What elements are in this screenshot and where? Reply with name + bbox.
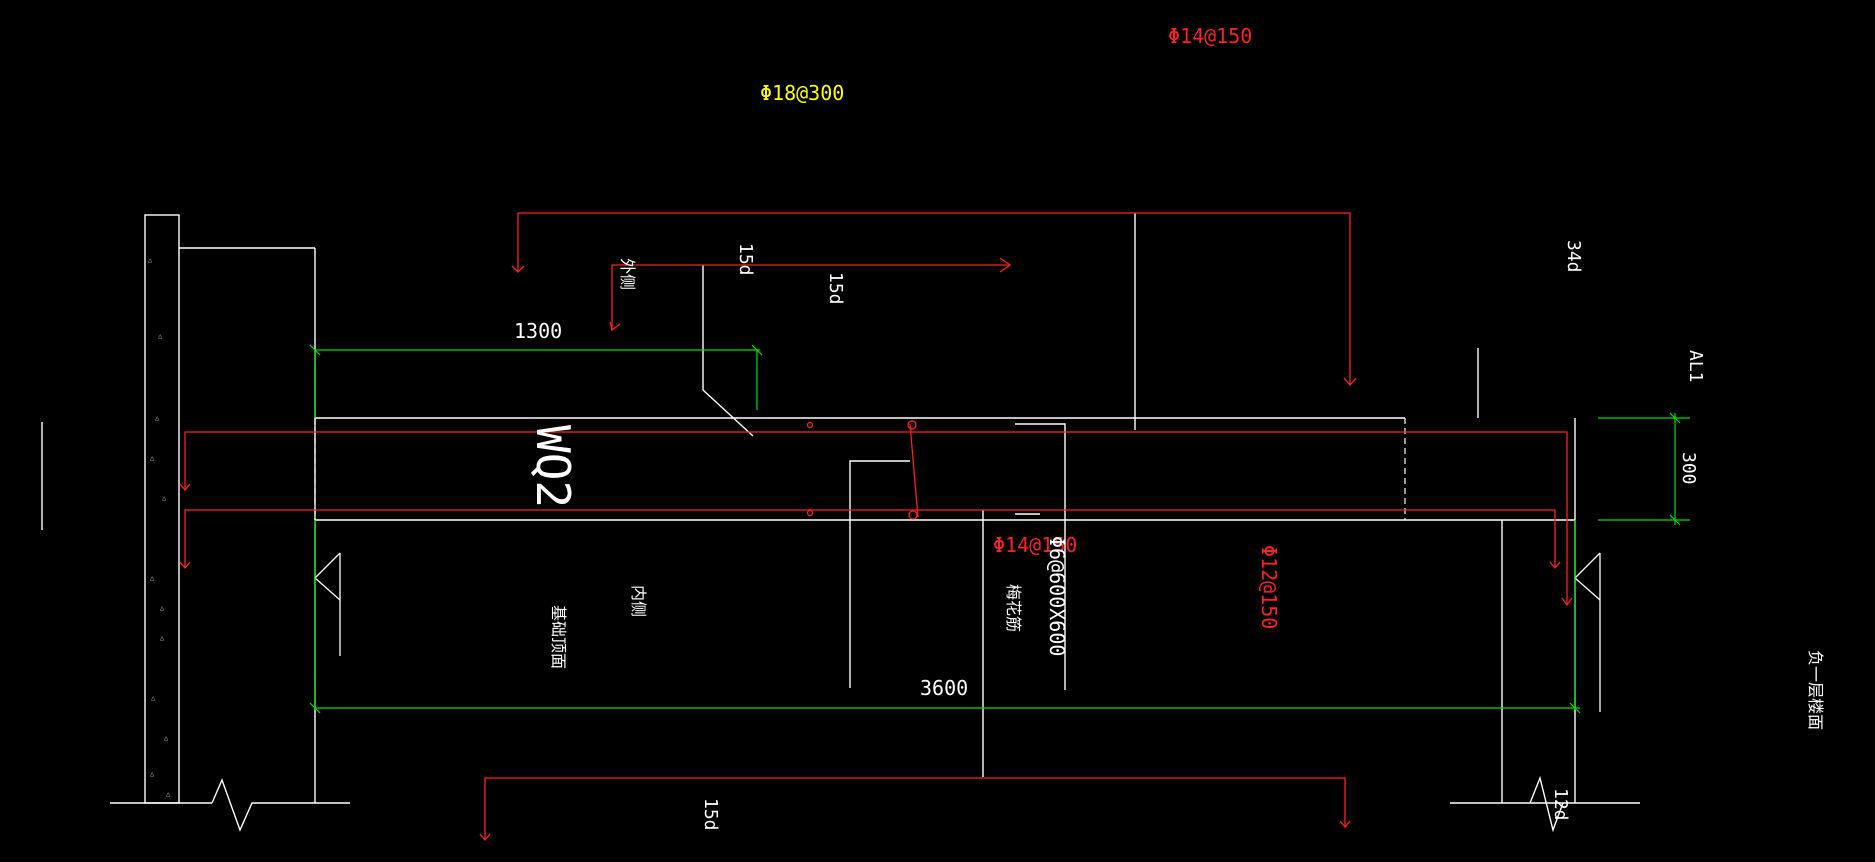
label-dim-15d-inner: 15d: [825, 272, 846, 305]
label-dim-15d-bottom: 15d: [700, 798, 721, 831]
svg-text:△: △: [162, 494, 167, 502]
label-dim-300: 300: [1678, 452, 1699, 485]
label-dim-15d-top: 15d: [735, 243, 756, 276]
svg-text:△: △: [151, 694, 156, 702]
svg-text:△: △: [150, 574, 155, 582]
svg-text:△: △: [148, 256, 153, 264]
label-outer-side: 外侧: [618, 258, 637, 290]
label-tie-bar-spec: Φ6@600X600: [1045, 536, 1069, 656]
label-wall-wq2: WQ2: [526, 425, 580, 508]
svg-text:△: △: [164, 734, 169, 742]
svg-text:△: △: [166, 790, 171, 798]
soil-hatching: △ △ △ △ △ △ △ △ △ △ △ △: [148, 256, 171, 798]
label-foundation-top: 基础顶面: [549, 605, 568, 669]
left-foundation-column: [41, 214, 350, 832]
svg-text:△: △: [155, 414, 160, 422]
label-dim-3600: 3600: [920, 676, 968, 700]
label-inner-side: 内侧: [629, 585, 648, 617]
svg-text:△: △: [150, 770, 155, 778]
svg-text:△: △: [160, 634, 165, 642]
wall-outline: [315, 213, 1640, 833]
dashed-edges: [314, 418, 1406, 520]
label-dim-1300: 1300: [514, 319, 562, 343]
annotations: Φ14@150 Φ18@300 15d 15d 34d 外侧 1300 AL1 …: [514, 24, 1825, 831]
label-rebar-right: Φ12@150: [1257, 545, 1281, 629]
label-rebar-mid: Φ14@150: [993, 533, 1077, 557]
svg-text:△: △: [158, 332, 163, 340]
label-floor-surface: 负一层楼面: [1806, 650, 1825, 730]
label-dim-34d: 34d: [1563, 240, 1584, 273]
svg-text:△: △: [160, 604, 165, 612]
label-tie-bar: 梅花筋: [1004, 584, 1023, 632]
label-rebar-top-red: Φ14@150: [1168, 24, 1252, 48]
label-dim-12d: 12d: [1550, 788, 1571, 821]
dimension-lines: [309, 344, 1690, 714]
rebar-lines: [179, 212, 1573, 842]
label-rebar-top-yellow: Φ18@300: [760, 81, 844, 105]
svg-text:△: △: [150, 454, 155, 462]
label-beam-al1: AL1: [1685, 350, 1706, 383]
